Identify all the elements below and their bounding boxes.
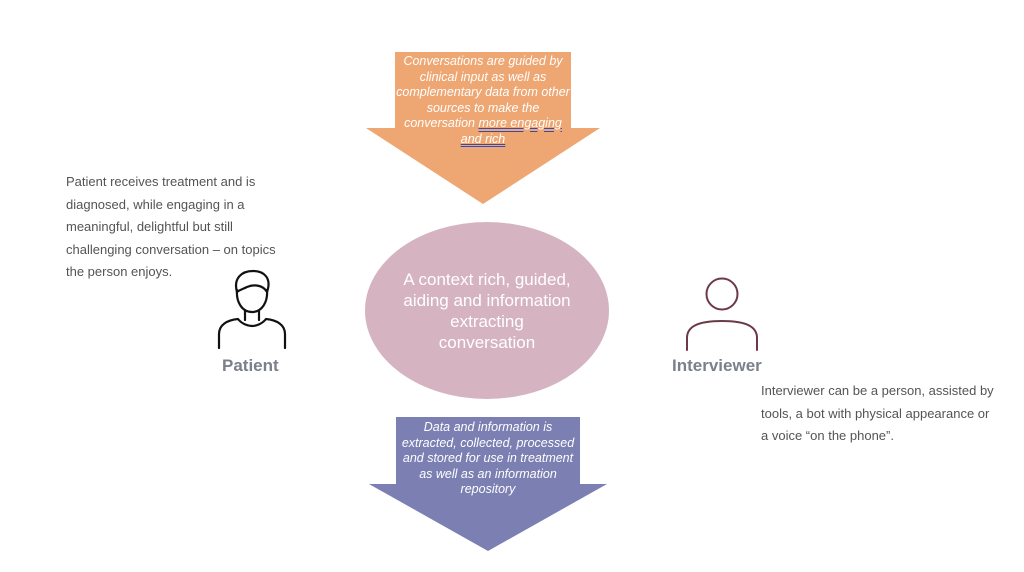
clinical-input-text-main: Conversations are guided by clinical inp… [396,54,570,131]
patient-label: Patient [222,356,279,375]
data-output-arrow: Data and information is extracted, colle… [369,417,607,551]
patient-description: Patient receives treatment and is diagno… [66,174,276,279]
clinical-input-arrow: Conversations are guided by clinical inp… [366,52,600,204]
clinical-input-text: Conversations are guided by clinical inp… [396,54,570,148]
interviewer-description: Interviewer can be a person, assisted by… [761,383,994,443]
interviewer-person-icon [684,276,760,357]
conversation-ellipse-text: A context rich, guided, aiding and infor… [403,269,571,352]
conversation-ellipse: A context rich, guided, aiding and infor… [365,222,609,399]
data-output-text: Data and information is extracted, colle… [401,420,575,497]
patient-person-icon [214,268,292,355]
arrow-down-icon [366,52,600,204]
arrow-down-icon [369,417,607,551]
interviewer-label: Interviewer [672,356,762,375]
clinical-input-text-emphasis: more engaging and rich [460,116,562,146]
